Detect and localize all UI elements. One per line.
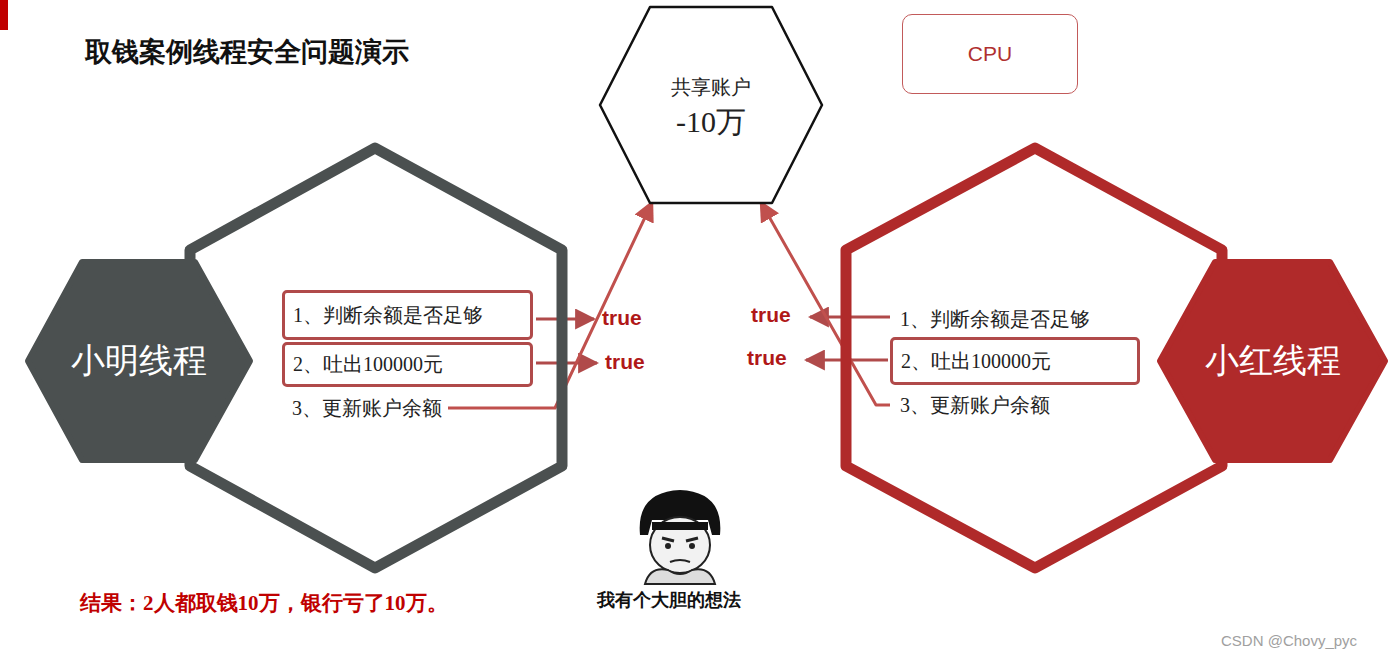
step-text: 3、更新账户余额 bbox=[284, 393, 474, 423]
cpu-box: CPU bbox=[902, 14, 1078, 94]
diagram-title: 取钱案例线程安全问题演示 bbox=[85, 34, 409, 70]
step-label: 3、更新账户余额 bbox=[900, 392, 1050, 419]
step-box: 1、判断余额是否足够 bbox=[282, 290, 533, 340]
step-text: 3、更新账户余额 bbox=[892, 390, 1082, 420]
step-label: 2、吐出100000元 bbox=[901, 348, 1051, 375]
thread-name-hexagon bbox=[1160, 262, 1385, 460]
meme-caption: 我有个大胆的想法 bbox=[597, 588, 741, 612]
step-box: 2、吐出100000元 bbox=[890, 337, 1140, 385]
result-note: 结果：2人都取钱10万，银行亏了10万。 bbox=[80, 589, 448, 617]
step-label: 3、更新账户余额 bbox=[292, 395, 442, 422]
step-box: 2、吐出100000元 bbox=[282, 342, 533, 387]
node-heading: 共享账户 bbox=[671, 74, 751, 100]
status-label: true bbox=[747, 346, 787, 370]
thread-name: 小明线程 bbox=[71, 338, 207, 384]
thread-group: 小明线程 1、判断余额是否足够 2、吐出100000元 3、更新账户余额 bbox=[20, 140, 572, 580]
watermark: CSDN @Chovy_pyc bbox=[1221, 632, 1357, 649]
thread-name: 小红线程 bbox=[1205, 338, 1341, 384]
node-value: -10万 bbox=[676, 102, 746, 141]
meme-face bbox=[628, 488, 730, 584]
step-text: 1、判断余额是否足够 bbox=[892, 304, 1112, 334]
status-label: true bbox=[605, 350, 645, 374]
cpu-label: CPU bbox=[968, 42, 1012, 66]
status-label: true bbox=[751, 303, 791, 327]
hexagon-shape bbox=[600, 7, 822, 203]
step-label: 1、判断余额是否足够 bbox=[900, 306, 1090, 333]
thread-group: 小红线程 1、判断余额是否足够 2、吐出100000元 3、更新账户余额 bbox=[830, 140, 1390, 580]
step-label: 2、吐出100000元 bbox=[293, 351, 443, 378]
status-label: true bbox=[602, 306, 642, 330]
red-corner-mark bbox=[0, 0, 8, 30]
thread-name-hexagon bbox=[28, 262, 250, 460]
step-label: 1、判断余额是否足够 bbox=[293, 302, 483, 329]
account-hexagon: 共享账户-10万 bbox=[598, 4, 824, 206]
